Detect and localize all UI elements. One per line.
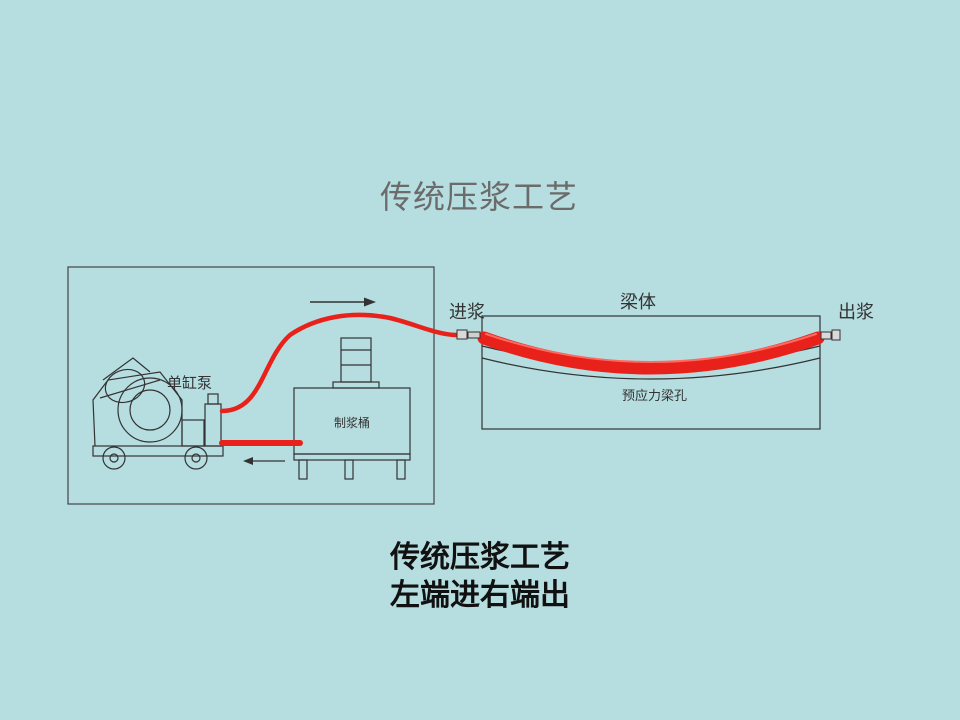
beam-label: 梁体: [620, 292, 656, 313]
tank-label: 制浆桶: [334, 416, 371, 430]
pump-label: 单缸泵: [167, 374, 213, 392]
grout-mixing-tank: [293, 337, 411, 480]
inlet-label: 进浆: [449, 302, 485, 323]
diagram-title: 传统压浆工艺: [380, 178, 579, 216]
outlet-fitting: [820, 329, 841, 341]
equipment-frame: [67, 266, 435, 505]
grout-fill-duct: [477, 331, 825, 375]
flow-arrow-return: [243, 457, 285, 465]
inlet-fitting: [456, 329, 481, 340]
grout-hoses: [219, 312, 825, 446]
outlet-label: 出浆: [838, 302, 874, 323]
single-cylinder-pump: [92, 357, 224, 470]
flow-arrow-forward: [310, 297, 376, 307]
duct-curve-inner: [481, 357, 821, 380]
caption-line-2: 左端进右端出: [390, 578, 570, 613]
caption-line-1: 传统压浆工艺: [390, 540, 570, 575]
duct-label: 预应力梁孔: [622, 389, 688, 404]
supply-hose: [219, 312, 468, 414]
